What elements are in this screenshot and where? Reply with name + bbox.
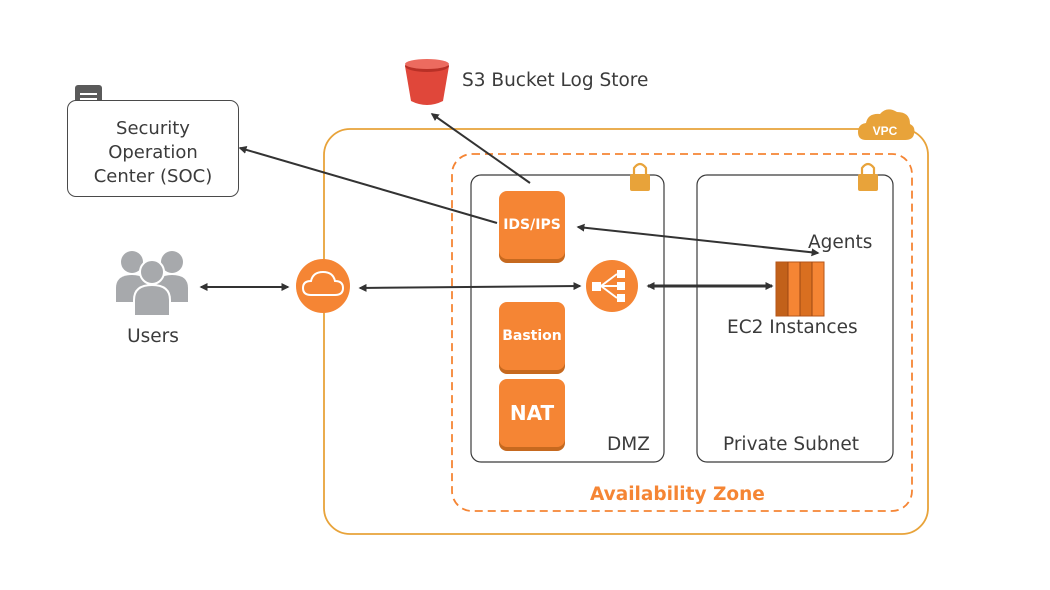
agents-label: Agents — [808, 232, 873, 253]
availability-zone-container — [451, 153, 913, 512]
lock-icon — [858, 162, 878, 191]
connector-ids-soc — [238, 145, 498, 224]
vpc-badge: VPC — [858, 109, 915, 140]
dmz-subnet — [470, 174, 665, 463]
nat-label: NAT — [509, 401, 555, 425]
soc-label-line1: Security — [116, 118, 190, 139]
load-balancer-icon — [586, 260, 638, 312]
vpc-container — [323, 128, 929, 535]
bastion-label: Bastion — [502, 328, 562, 344]
users-group-icon — [116, 251, 188, 317]
cloud-gateway-icon — [296, 259, 350, 313]
dmz-label: DMZ — [607, 434, 650, 455]
ec2-instances-icon — [775, 261, 825, 317]
soc-label: Security Operation Center (SOC) — [67, 117, 239, 189]
soc-label-line2: Operation — [108, 142, 198, 163]
connector-ids-agents — [576, 223, 820, 257]
users-label: Users — [127, 326, 179, 347]
availability-zone-label: Availability Zone — [590, 484, 765, 505]
private-subnet — [696, 174, 894, 463]
soc-label-line3: Center (SOC) — [93, 166, 213, 187]
nat-node: NAT — [499, 379, 565, 447]
vpc-badge-label: VPC — [873, 124, 898, 138]
private-subnet-label: Private Subnet — [723, 434, 859, 455]
s3-bucket-icon — [405, 59, 449, 105]
lock-icon — [630, 162, 650, 191]
connector-gateway-loadbalancer — [358, 282, 582, 292]
ids-ips-label: IDS/IPS — [503, 217, 561, 233]
ec2-label: EC2 Instances — [727, 317, 858, 338]
connector-ids-s3 — [430, 113, 531, 184]
ids-ips-node: IDS/IPS — [499, 191, 565, 259]
soc-box — [67, 100, 239, 197]
bastion-node: Bastion — [499, 302, 565, 370]
s3-label: S3 Bucket Log Store — [462, 70, 649, 91]
